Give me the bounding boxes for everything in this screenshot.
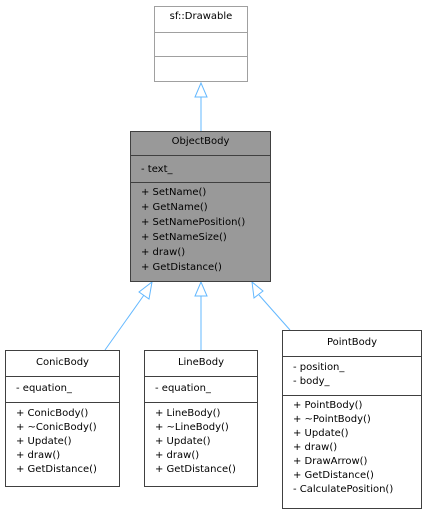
method: + ConicBody() — [16, 408, 89, 419]
methods-separator — [145, 402, 257, 403]
class-objectbody[interactable]: ObjectBody - text_ + SetName() + GetName… — [130, 131, 271, 282]
method: + draw() — [293, 442, 338, 453]
class-title: LineBody — [177, 357, 225, 368]
attributes-separator — [131, 155, 270, 156]
attribute: - position_ — [293, 362, 345, 373]
method: + draw() — [155, 450, 200, 461]
attribute: - equation_ — [16, 383, 72, 394]
class-conicbody[interactable]: ConicBody - equation_ + ConicBody() + ~C… — [5, 350, 120, 487]
edge-objectbody-to-drawable — [194, 81, 208, 131]
method: + DrawArrow() — [293, 456, 368, 467]
method: + GetDistance() — [293, 470, 374, 481]
method: + SetNamePosition() — [141, 217, 246, 228]
method: + draw() — [16, 450, 61, 461]
method: + PointBody() — [293, 400, 363, 411]
method: + draw() — [141, 247, 186, 258]
methods-separator — [155, 56, 247, 57]
method: + ~PointBody() — [293, 414, 371, 425]
method: + LineBody() — [155, 408, 221, 419]
method: + GetName() — [141, 202, 208, 213]
class-title: ConicBody — [36, 357, 89, 368]
attributes-separator — [155, 32, 247, 33]
edge-linebody-to-objectbody — [194, 280, 208, 350]
methods-separator — [283, 395, 421, 396]
class-title: sf::Drawable — [169, 11, 233, 22]
class-linebody[interactable]: LineBody - equation_ + LineBody() + ~Lin… — [144, 350, 258, 487]
method: - CalculatePosition() — [293, 484, 394, 495]
attributes-separator — [6, 376, 119, 377]
methods-separator — [131, 182, 270, 183]
method: + SetName() — [141, 187, 207, 198]
method: + Update() — [155, 436, 211, 447]
attribute: - text_ — [141, 164, 173, 175]
edge-conicbody-to-objectbody — [104, 280, 153, 351]
method: + ~ConicBody() — [16, 422, 97, 433]
class-title: ObjectBody — [171, 136, 230, 147]
edge-pointbody-to-objectbody — [251, 280, 291, 331]
attributes-separator — [283, 356, 421, 357]
attribute: - body_ — [293, 376, 330, 387]
method: + SetNameSize() — [141, 232, 227, 243]
method: + GetDistance() — [155, 464, 236, 475]
method: + ~LineBody() — [155, 422, 229, 433]
method: + Update() — [293, 428, 349, 439]
method: + GetDistance() — [141, 262, 222, 273]
method: + GetDistance() — [16, 464, 97, 475]
class-title: PointBody — [326, 337, 378, 348]
class-pointbody[interactable]: PointBody - position_ - body_ + PointBod… — [282, 330, 422, 509]
attribute: - equation_ — [155, 383, 211, 394]
class-sf-drawable[interactable]: sf::Drawable — [154, 6, 248, 82]
attributes-separator — [145, 376, 257, 377]
methods-separator — [6, 402, 119, 403]
method: + Update() — [16, 436, 72, 447]
